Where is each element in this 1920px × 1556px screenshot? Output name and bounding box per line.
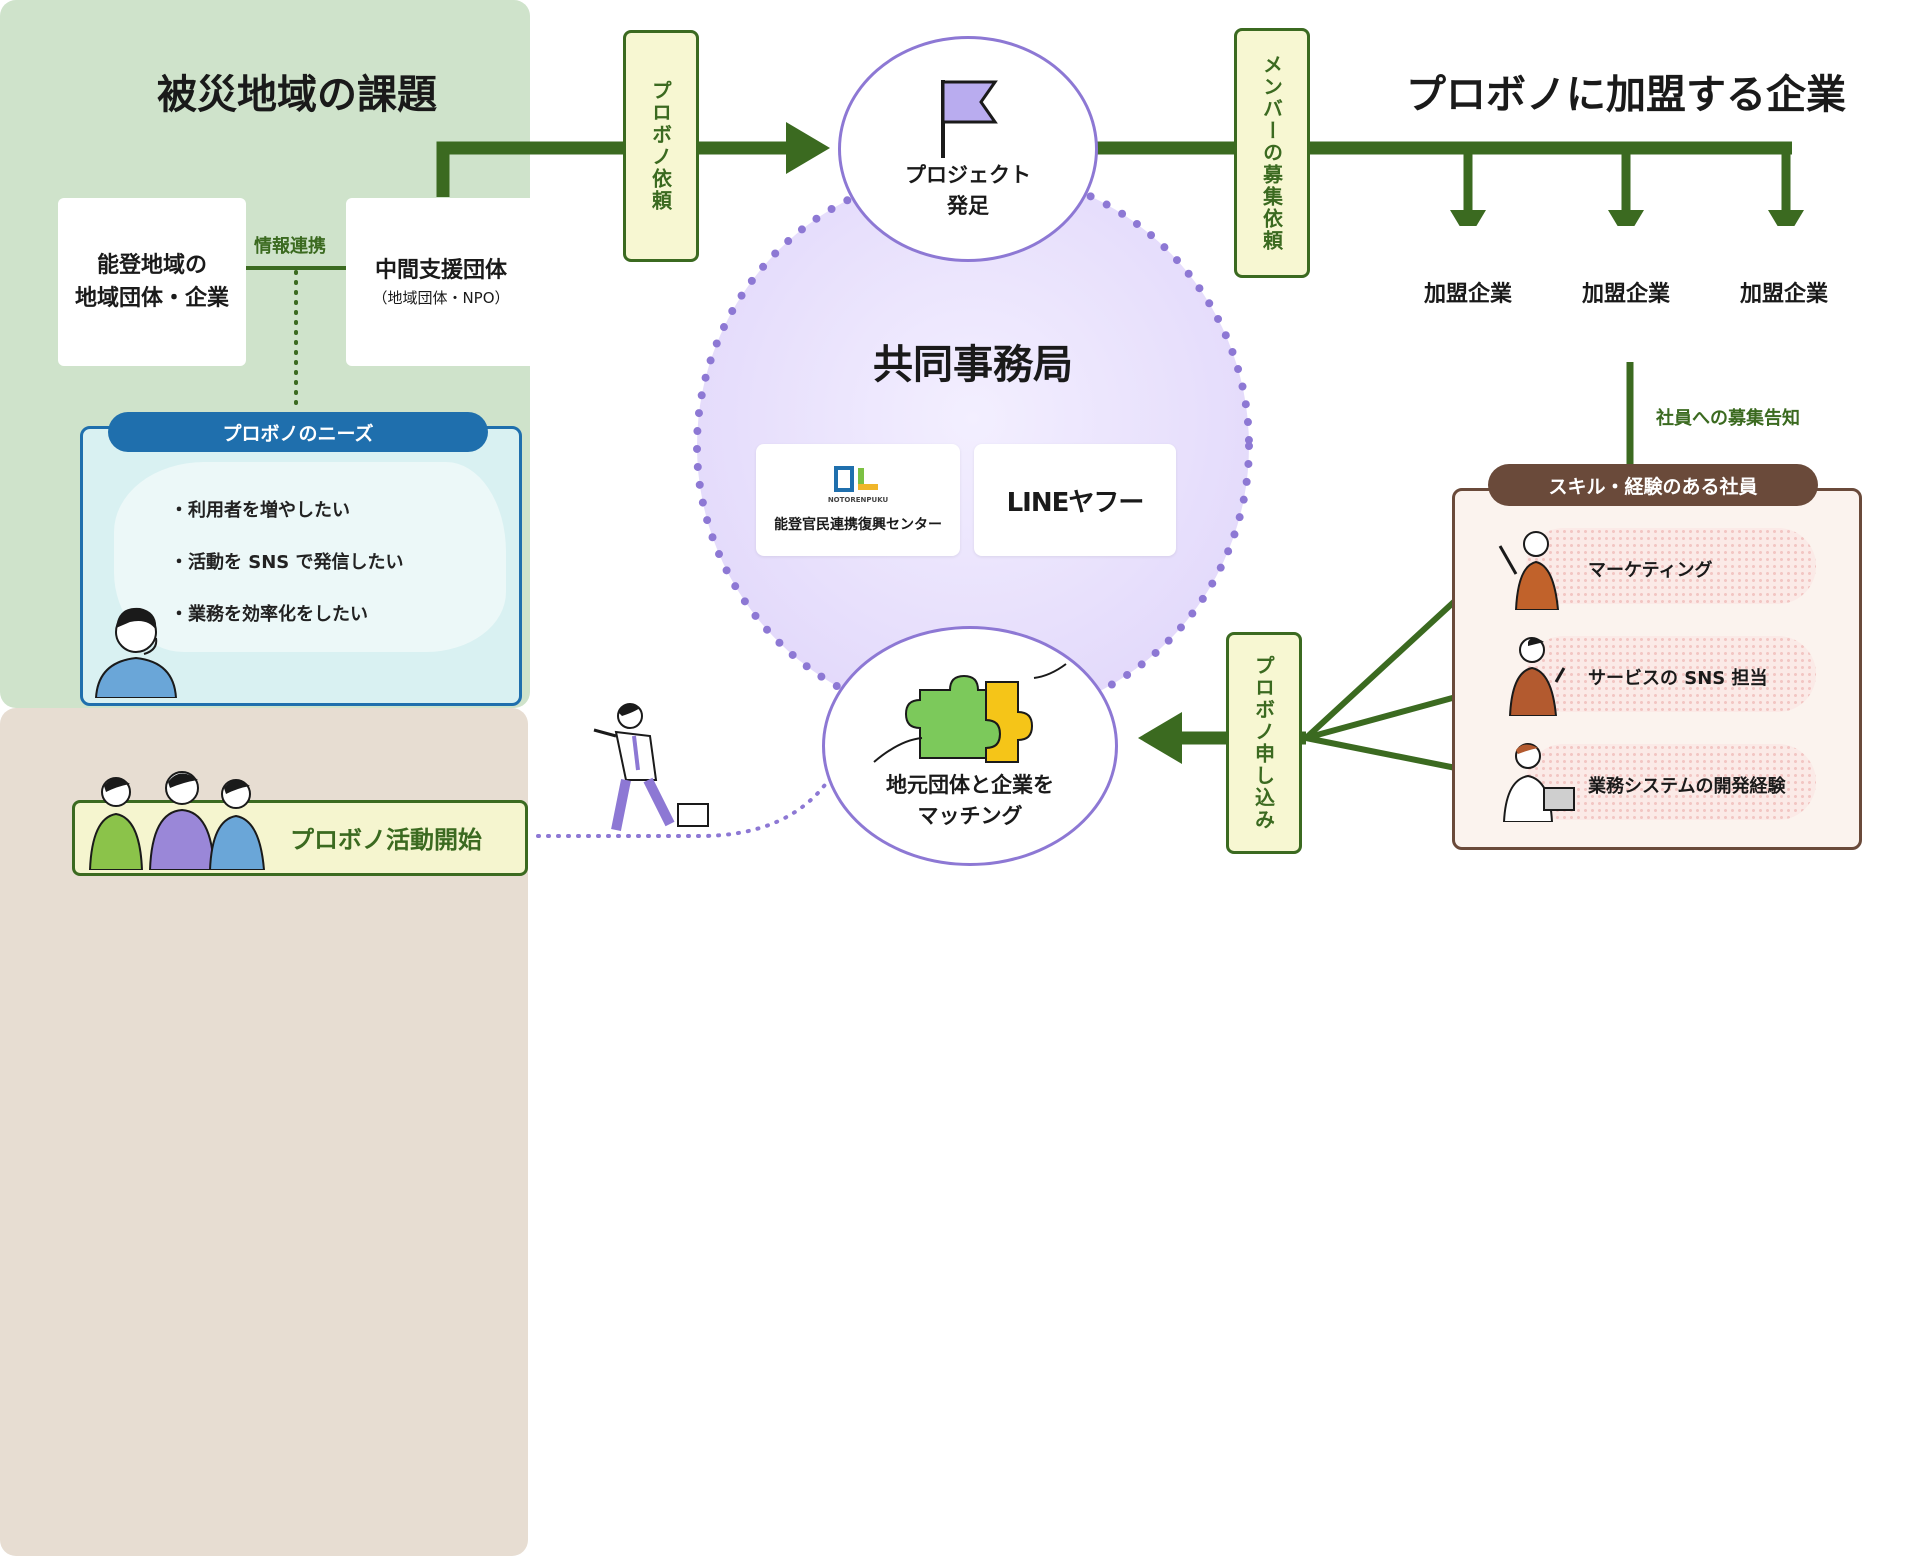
company-card-3: 加盟企業 <box>1714 226 1854 362</box>
start-dotted-line <box>536 776 832 838</box>
left-panel-title: 被災地域の課題 <box>157 72 437 118</box>
start-box <box>72 800 528 876</box>
local-org-card: 能登地域の 地域団体・企業 <box>58 198 246 366</box>
logo-card-notorenpuku: NOTORENPUKU 能登官民連携復興センター <box>756 444 960 556</box>
employee-skill-2: サービスの SNS 担当 <box>1588 668 1768 689</box>
employees-header: スキル・経験のある社員 <box>1488 464 1818 506</box>
needs-cloud <box>114 462 506 652</box>
apply-fan-1 <box>1303 597 1459 741</box>
needs-header: プロボノのニーズ <box>108 412 488 452</box>
thinking-person-icon <box>94 607 178 698</box>
notorenpuku-caption: NOTORENPUKU <box>827 496 889 504</box>
lineyahoo-logo-text: LINEヤフー <box>1006 487 1145 518</box>
matching-line1: 地元団体と企業を <box>886 772 1054 797</box>
support-org-card: 中間支援団体 （地域団体・NPO） <box>346 198 536 366</box>
project-start-line2: 発足 <box>947 194 989 218</box>
recruit-tag: メンバーの募集依頼 <box>1234 28 1310 278</box>
employee-row-bg-3 <box>1526 744 1816 820</box>
secretariat-title: 共同事務局 <box>873 342 1073 388</box>
notorenpuku-mark-icon <box>834 466 878 492</box>
matching-circle: 地元団体と企業を マッチング <box>822 626 1118 866</box>
apply-fan-2 <box>1305 694 1457 741</box>
notorenpuku-name: 能登官民連携復興センター <box>774 517 942 533</box>
matching-line2: マッチング <box>917 804 1023 828</box>
team-people-icon <box>88 771 266 870</box>
request-arrowhead <box>786 122 830 174</box>
connector-lines <box>246 122 1804 838</box>
marketing-person-icon <box>1498 531 1560 610</box>
support-org-subtitle: （地域団体・NPO） <box>372 289 510 308</box>
logo-card-lineyahoo: LINEヤフー <box>974 444 1176 556</box>
company-arrowhead-2 <box>1608 210 1644 240</box>
info-link-label: 情報連携 <box>254 236 326 257</box>
employee-row-bg-2 <box>1526 636 1816 712</box>
start-label: プロボノ活動開始 <box>290 826 482 854</box>
need-item-3: ・業務を効率化をしたい <box>170 604 368 625</box>
project-start-circle: プロジェクト 発足 <box>838 36 1098 262</box>
apply-arrowhead <box>1138 712 1182 764</box>
local-org-line1: 能登地域の <box>96 253 207 278</box>
request-tag: プロボノ依頼 <box>623 30 699 262</box>
right-panel-title: プロボノに加盟する企業 <box>1406 72 1846 118</box>
apply-tag: プロボノ申し込み <box>1226 632 1302 854</box>
need-item-1: ・利用者を増やしたい <box>170 500 350 521</box>
apply-fan-3 <box>1305 735 1457 771</box>
employee-skill-3: 業務システムの開発経験 <box>1588 776 1786 797</box>
need-item-2: ・活動を SNS で発信したい <box>170 552 404 573</box>
running-person-icon <box>593 703 709 831</box>
employee-skill-1: マーケティング <box>1588 560 1713 581</box>
company-card-2: 加盟企業 <box>1556 226 1696 362</box>
employee-row-bg-1 <box>1526 528 1816 604</box>
flag-icon <box>941 79 998 158</box>
developer-person-icon <box>1502 743 1575 822</box>
project-start-line1: プロジェクト <box>905 162 1031 187</box>
company-arrowhead-3 <box>1768 210 1804 240</box>
support-org-title: 中間支援団体 <box>374 258 507 284</box>
puzzle-handshake-icon <box>873 662 1067 763</box>
notice-label: 社員への募集告知 <box>1656 408 1800 429</box>
company-arrowhead-1 <box>1450 210 1486 240</box>
company-card-1: 加盟企業 <box>1398 226 1538 362</box>
local-org-line2: 地域団体・企業 <box>74 286 229 311</box>
sns-person-icon <box>1508 637 1566 716</box>
